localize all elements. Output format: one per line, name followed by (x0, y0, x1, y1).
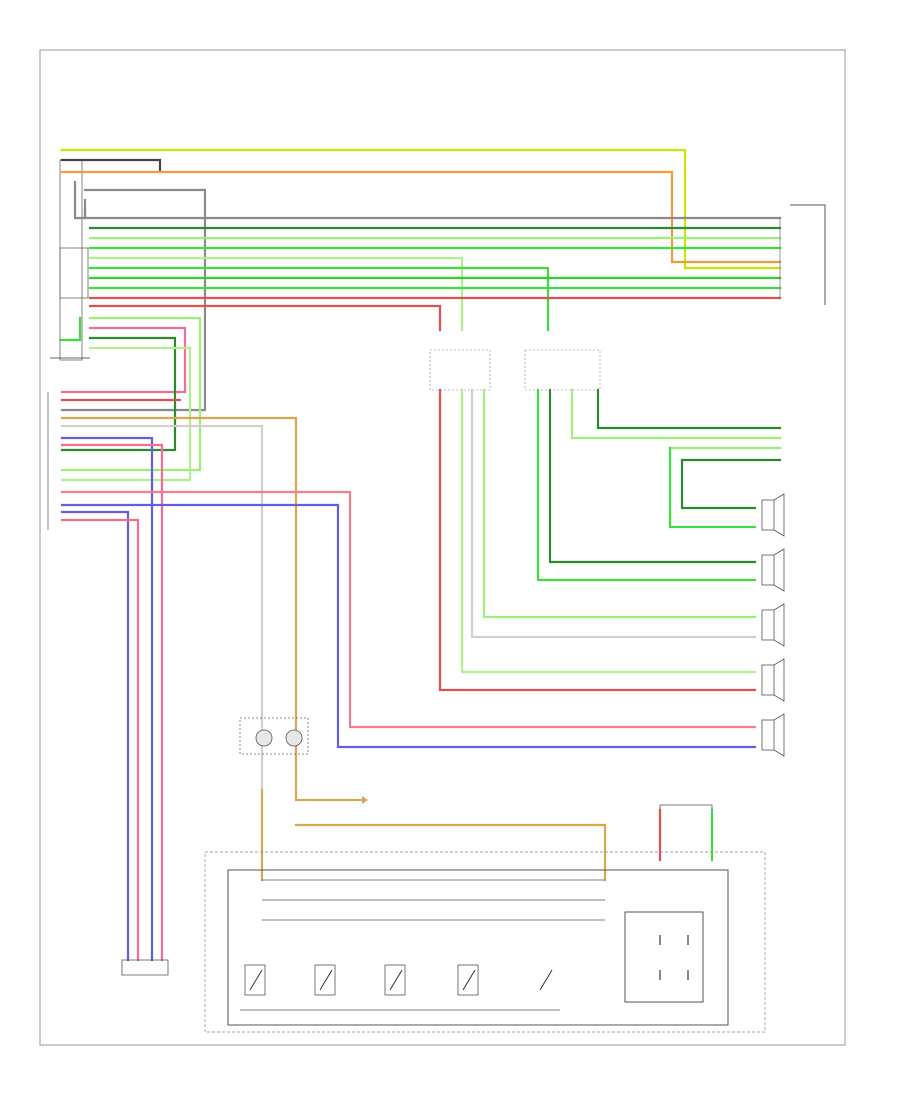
wire-green-down-2 (536, 388, 757, 582)
control-unit (204, 851, 766, 1033)
wire-yellow-top (60, 148, 782, 270)
wire-group (58, 148, 782, 962)
speaker-left (121, 959, 169, 976)
switch-1 (244, 964, 266, 996)
wire-tan-2 (294, 823, 607, 882)
wire-blue-3 (60, 510, 130, 962)
wire-red-2 (88, 304, 442, 332)
wire-ltgreen-2 (88, 256, 464, 332)
wire-tan-1 (60, 416, 358, 802)
wire-pink-1 (60, 326, 187, 394)
steering-lamp (659, 804, 713, 810)
wire-ltgreen-4 (60, 346, 192, 482)
wire-blue-2 (60, 503, 757, 749)
diagram-frame (39, 49, 846, 1046)
wire-ltgreen-down-2 (570, 388, 782, 440)
note-arrow (356, 796, 368, 804)
wire-green-r2 (668, 446, 757, 529)
wire-red-down (438, 388, 757, 692)
wire-pink-2 (60, 443, 164, 962)
wire-pink-3 (60, 490, 757, 729)
switch-4 (457, 964, 479, 996)
junction-right (524, 349, 601, 391)
wire-darkgreen-down (548, 388, 757, 564)
wire-darkgreen-2 (60, 336, 177, 452)
wire-white-down (470, 388, 757, 639)
wire-darkgreen-r2 (680, 458, 757, 510)
switch-2 (314, 964, 336, 996)
wire-grey-1 (73, 180, 782, 220)
wire-grey-2 (60, 188, 207, 412)
speaker-rear-2 (761, 548, 785, 592)
wire-blue-1 (60, 436, 154, 962)
wire-green-down (460, 388, 757, 674)
wire-green-2 (88, 266, 550, 332)
wire-pink-4 (60, 518, 140, 962)
wire-green-5 (58, 316, 82, 342)
wire-darkgreen-down-2 (596, 388, 782, 430)
steering-switch (239, 717, 309, 755)
wire-black-top (60, 158, 162, 174)
wire-white-1 (60, 424, 264, 792)
wire-ltgreen-3 (60, 316, 202, 472)
switch-5 (539, 969, 553, 991)
speaker-front-3 (761, 713, 785, 757)
right-connector (790, 204, 826, 305)
junction-left (429, 349, 491, 391)
speaker-front-1 (761, 603, 785, 647)
speaker-rear-1 (761, 493, 785, 537)
switch-3 (384, 964, 406, 996)
speaker-front-2 (761, 658, 785, 702)
wire-ltgreen-down (482, 388, 757, 619)
